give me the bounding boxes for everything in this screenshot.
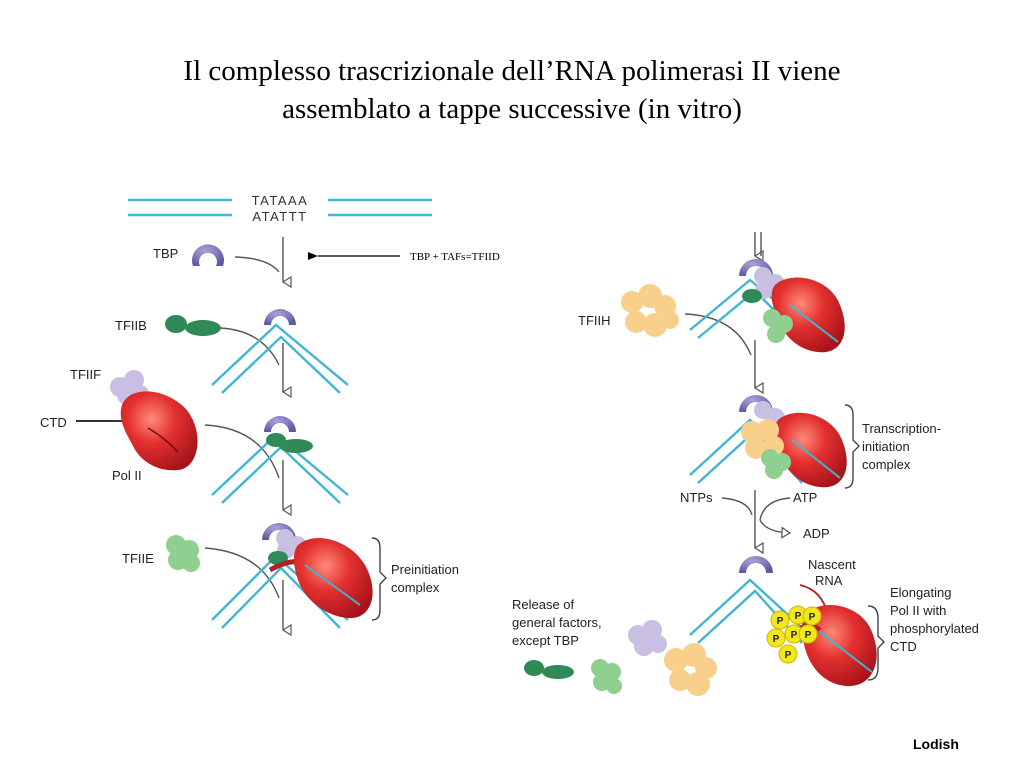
released-tfiih-icon [664, 643, 717, 696]
title-line-1: Il complesso trascrizionale dell’RNA pol… [183, 55, 841, 87]
release-line-2: general factors, [512, 615, 602, 630]
label-tfiib: TFIIB [115, 318, 147, 333]
release-line-1: Release of [512, 597, 575, 612]
nascent-rna-line-2: RNA [815, 573, 843, 588]
elongating-bracket [867, 605, 885, 681]
label-tfiie: TFIIE [122, 551, 154, 566]
preinitiation-line-2: complex [391, 580, 440, 595]
label-ntps: NTPs [680, 490, 713, 505]
elongating-line-4: CTD [890, 639, 917, 654]
preinitiation-complex-right [689, 259, 845, 353]
phosphate-2: P [795, 611, 802, 622]
preinitiation-bracket [371, 537, 387, 621]
elongating-line-3: phosphorylated [890, 621, 979, 636]
transcription-initiation-complex-icon [689, 395, 847, 488]
phosphate-4: P [773, 634, 780, 645]
release-line-3: except TBP [512, 633, 579, 648]
tata-dna: TATAAA ATATTT [128, 193, 432, 224]
bent-dna-tbp [211, 309, 349, 394]
tfiib-icon [165, 315, 221, 336]
phosphate-5: P [791, 630, 798, 641]
phosphate-7: P [785, 650, 792, 661]
preinitiation-complex-icon [211, 522, 373, 629]
phosphate-6: P [805, 630, 812, 641]
credit-lodish: Lodish [913, 736, 959, 752]
tata-bottom-sequence: ATATTT [252, 209, 307, 224]
preinitiation-line-1: Preinitiation [391, 562, 459, 577]
tic-line-1: Transcription- [862, 421, 941, 436]
label-tfiih: TFIIH [578, 313, 611, 328]
label-adp: ADP [803, 526, 830, 541]
label-tbp: TBP [153, 246, 178, 261]
phosphate-cluster-icon: P P P P P P P [766, 605, 822, 664]
elongating-line-2: Pol II with [890, 603, 946, 618]
bent-dna-tbp-tfiib [211, 416, 349, 504]
transcription-initiation-bracket [844, 404, 860, 489]
tata-top-sequence: TATAAA [252, 193, 309, 208]
label-ctd: CTD [40, 415, 67, 430]
tfiie-icon [166, 535, 200, 572]
tbp-icon [192, 244, 224, 266]
title-line-2: assemblato a tappe successive (in vitro) [282, 93, 742, 125]
nascent-rna-line-1: Nascent [808, 557, 856, 572]
elongating-line-1: Elongating [890, 585, 951, 600]
tic-line-2: initiation [862, 439, 910, 454]
released-tfiib-icon [524, 660, 574, 679]
label-pol-ii: Pol II [112, 468, 142, 483]
label-tfiif: TFIIF [70, 367, 101, 382]
tfiih-icon [621, 284, 679, 337]
phosphate-1: P [777, 616, 784, 627]
slide-title: Il complesso trascrizionale dell’RNA pol… [0, 52, 1024, 128]
tic-line-3: complex [862, 457, 911, 472]
released-tfiif-icon [628, 620, 667, 656]
phosphate-3: P [809, 612, 816, 623]
right-flow-arrows [684, 232, 790, 548]
tfiid-annotation: TBP + TAFs=TFIID [410, 251, 500, 263]
released-tfiie-icon [591, 659, 622, 694]
label-atp: ATP [793, 490, 817, 505]
pol-ii-icon [120, 391, 198, 471]
left-flow-arrows [204, 237, 283, 630]
